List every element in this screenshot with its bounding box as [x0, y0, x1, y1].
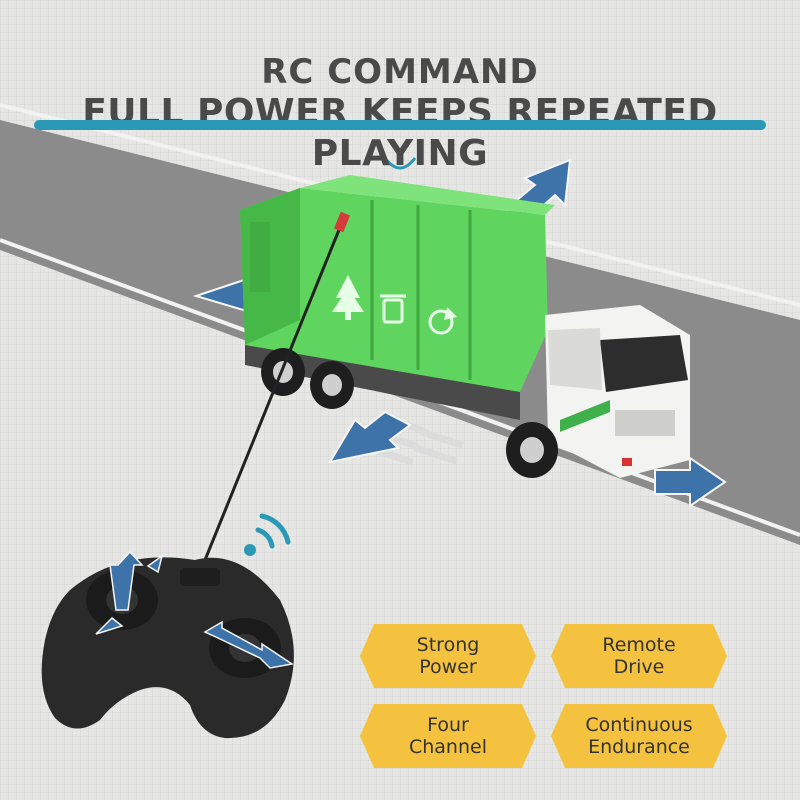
antenna [203, 219, 345, 561]
feature-line2: Drive [613, 656, 665, 678]
arrow-back-icon [327, 410, 412, 464]
recycle-icon [428, 307, 457, 335]
trash-bin-icon [380, 294, 406, 324]
page-subtitle: FULL POWER KEEPS REPEATED PLAYING [82, 92, 718, 174]
feature-line1: Remote [602, 634, 676, 656]
feature-line1: Strong [416, 634, 480, 656]
feature-line2: Power [419, 656, 477, 678]
arrow-right-icon [654, 456, 727, 508]
feature-line1: Continuous [585, 714, 693, 736]
tree-icon [332, 275, 364, 320]
feature-line2: Channel [408, 736, 487, 758]
signal-waves-icon [244, 513, 291, 556]
page-title: RC COMMAND [261, 52, 539, 92]
feature-line1: Four [427, 714, 469, 736]
garbage-truck [240, 175, 690, 478]
feature-line2: Endurance [588, 736, 690, 758]
signal-arc-icon [383, 157, 417, 170]
joystick-arrows-icon [95, 550, 294, 669]
title-underline [34, 120, 766, 130]
